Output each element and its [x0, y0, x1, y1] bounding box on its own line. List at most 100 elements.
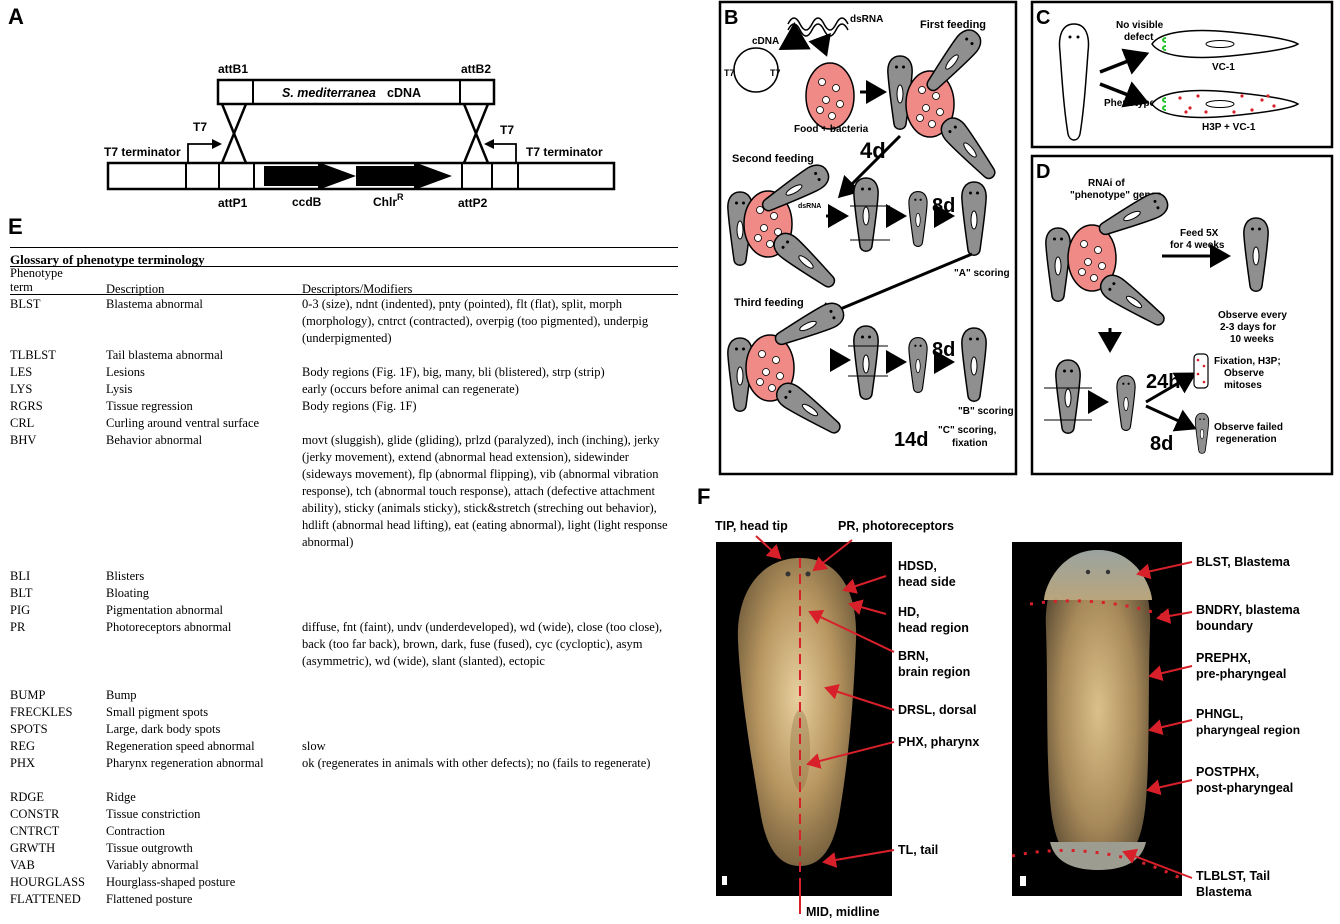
cdna-small-label: cDNA [752, 36, 779, 47]
dsrna-small-label: dsRNA [798, 203, 821, 210]
t7-plasmid-right: T7 [770, 68, 781, 78]
row-description: Ridge [106, 789, 302, 806]
row-modifiers: early (occurs before animal can regenera… [302, 381, 678, 398]
tl-label: TL, tail [898, 843, 938, 857]
panel-f-anatomy-photos: TIP, head tip PR, photoreceptors HDSD, h… [700, 500, 1340, 924]
drsl-label: DRSL, dorsal [898, 703, 977, 717]
row-description: Tail blastema abnormal [106, 347, 302, 364]
row-term: SPOTS [10, 721, 106, 738]
panel-a-vector-diagram: attB1 attB2 S. mediterranea cDNA T7 T7 T… [0, 0, 680, 220]
pharyngeal-region-label: pharyngeal region [1196, 723, 1300, 737]
row-term: LES [10, 364, 106, 381]
row-term: HOURGLASS [10, 874, 106, 891]
h24-label: 24h [1146, 371, 1180, 393]
row-description: Flattened posture [106, 891, 302, 908]
fixation-label: fixation [952, 438, 988, 449]
row-modifiers: slow [302, 738, 678, 755]
day-4-label: 4d [860, 138, 886, 163]
row-description: Contraction [106, 823, 302, 840]
t7-plasmid-left: T7 [724, 68, 735, 78]
row-description: Bump [106, 687, 302, 704]
row-term: BUMP [10, 687, 106, 704]
vc1-label: VC-1 [1212, 62, 1235, 73]
tip-label: TIP, head tip [715, 519, 788, 533]
panel-label-b: B [724, 7, 738, 29]
row-description: Pigmentation abnormal [106, 602, 302, 619]
observe-failed-label: Observe failed [1214, 422, 1283, 433]
cdna-species: S. mediterranea [282, 86, 376, 100]
panel-label-d: D [1036, 161, 1050, 183]
row-term: BHV [10, 432, 106, 449]
second-feeding-label: Second feeding [732, 153, 814, 165]
row-modifiers: movt (sluggish), glide (gliding), prlzd … [302, 432, 678, 551]
row-modifiers: diffuse, fnt (faint), undv (underdevelop… [302, 619, 678, 670]
row-modifiers: ok (regenerates in animals with other de… [302, 755, 678, 772]
row-description: Tissue constriction [106, 806, 302, 823]
a-scoring-label: "A" scoring [954, 268, 1010, 279]
food-label: Food + bacteria [794, 124, 869, 135]
pre-pharyngeal-label: pre-pharyngeal [1196, 667, 1286, 681]
b-scoring-label: "B" scoring [958, 406, 1014, 417]
defect-label: defect [1124, 32, 1154, 43]
dsrna-label: dsRNA [850, 14, 883, 25]
row-description: Lysis [106, 381, 302, 398]
day-8a-label: 8d [932, 195, 955, 217]
days-label: 2-3 days for [1220, 322, 1276, 333]
blst-label: BLST, Blastema [1196, 555, 1291, 569]
t7-right-label: T7 [500, 123, 514, 137]
observe-label: Observe [1224, 368, 1264, 379]
t7-left-label: T7 [193, 120, 207, 134]
panel-d-long-term-scheme: D RNAi of "phenotype" genes Feed 5X for … [1030, 152, 1336, 476]
prephx-label: PREPHX, [1196, 651, 1251, 665]
day-8-label: 8d [1150, 433, 1173, 455]
row-description: Large, dark body spots [106, 721, 302, 738]
head-region-label: head region [898, 621, 969, 635]
ccdb-label: ccdB [292, 195, 322, 209]
day-14-label: 14d [894, 429, 928, 451]
tail-blastema-label: Blastema [1196, 885, 1253, 899]
row-term: PHX [10, 755, 106, 772]
panel-c-outcome-diagram: C No visible defect VC-1 Phenotype H3P +… [1030, 0, 1336, 150]
row-description: Blisters [106, 568, 302, 585]
row-description: Photoreceptors abnormal [106, 619, 302, 636]
row-term: FRECKLES [10, 704, 106, 721]
row-term: PR [10, 619, 106, 636]
row-description: Blastema abnormal [106, 296, 302, 313]
row-modifiers: Body regions (Fig. 1F), big, many, bli (… [302, 364, 678, 381]
rnai-of-label: RNAi of [1088, 178, 1125, 189]
attb2-label: attB2 [461, 62, 491, 76]
pr-label: PR, photoreceptors [838, 519, 954, 533]
glossary-header: Phenotype term Description Descriptors/M… [10, 266, 678, 296]
row-term: BLI [10, 568, 106, 585]
row-description: Pharynx regeneration abnormal [106, 755, 302, 772]
row-term: RDGE [10, 789, 106, 806]
phx-label: PHX, pharynx [898, 735, 979, 749]
row-modifiers: 0-3 (size), ndnt (indented), pnty (point… [302, 296, 678, 347]
row-description: Variably abnormal [106, 857, 302, 874]
row-term: PIG [10, 602, 106, 619]
food-bacteria-blob [806, 63, 854, 129]
row-term: RGRS [10, 398, 106, 415]
row-term: CONSTR [10, 806, 106, 823]
panel-b-feeding-scheme: B cDNA T7 T7 dsRNA Food + bacteria First… [690, 0, 1020, 476]
cdna-word: cDNA [387, 86, 421, 100]
row-term: LYS [10, 381, 106, 398]
brn-label: BRN, [898, 649, 929, 663]
third-feeding-label: Third feeding [734, 297, 804, 309]
row-term: CNTRCT [10, 823, 106, 840]
attp2-label: attP2 [458, 196, 488, 210]
row-description: Tissue outgrowth [106, 840, 302, 857]
observe-every-label: Observe every [1218, 310, 1287, 321]
phngl-label: PHNGL, [1196, 707, 1243, 721]
boundary-label: boundary [1196, 619, 1253, 633]
brain-region-label: brain region [898, 665, 970, 679]
postphx-label: POSTPHX, [1196, 765, 1259, 779]
row-term: REG [10, 738, 106, 755]
fixed-worm [1194, 354, 1208, 388]
first-feeding-label: First feeding [920, 19, 986, 31]
phenotype-label: Phenotype [1104, 98, 1156, 109]
header-term: Phenotype term [10, 266, 80, 294]
fixation-h3p-label: Fixation, H3P; [1214, 356, 1281, 367]
row-term: CRL [10, 415, 106, 432]
row-term: BLT [10, 585, 106, 602]
